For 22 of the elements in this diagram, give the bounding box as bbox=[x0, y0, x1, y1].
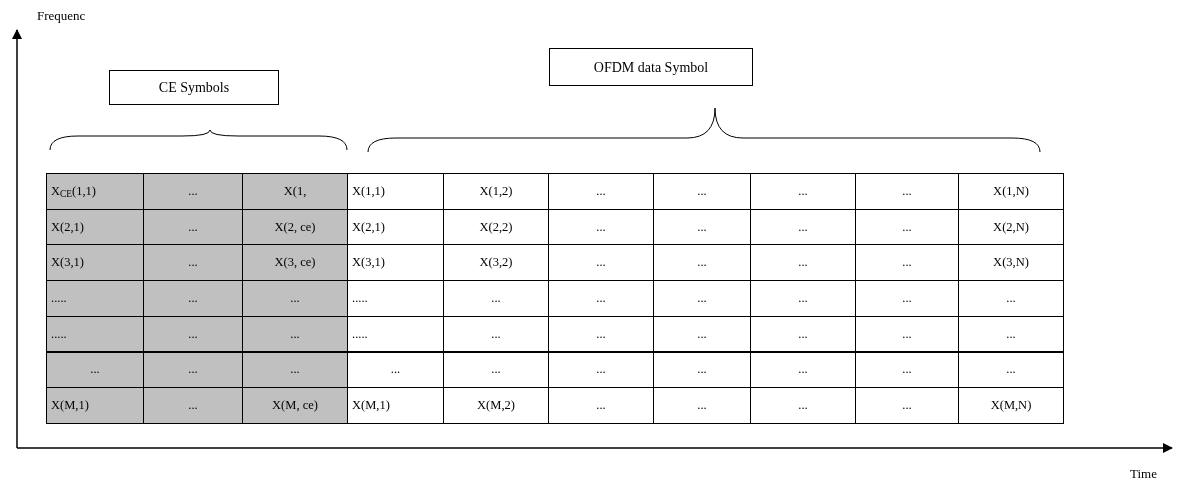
table-cell: ... bbox=[242, 280, 348, 317]
table-cell: ... bbox=[143, 244, 243, 282]
axis-label: Time bbox=[1130, 465, 1157, 483]
table-cell: ... bbox=[958, 315, 1064, 353]
table-cell: ... bbox=[242, 315, 348, 353]
table-cell: ... bbox=[143, 173, 243, 210]
table-cell: ... bbox=[143, 387, 243, 424]
table-cell: X(1,N) bbox=[958, 173, 1064, 210]
table-cell: ..... bbox=[46, 315, 144, 353]
table-cell: X(M,N) bbox=[958, 387, 1064, 424]
table-cell: ..... bbox=[46, 280, 144, 317]
table-cell: X(3,1) bbox=[46, 244, 144, 282]
table-cell: X(1, bbox=[242, 173, 348, 210]
axis-label: Frequenc bbox=[37, 7, 86, 25]
table-cell: X(M, ce) bbox=[242, 387, 348, 424]
label-box: CE Symbols bbox=[109, 70, 279, 105]
table-cell: X(M,1) bbox=[46, 387, 144, 424]
table-cell: X$_{CE}$(1,1) bbox=[46, 173, 144, 210]
table-cell: X(3, ce) bbox=[242, 244, 348, 282]
table-cell: ... bbox=[143, 315, 243, 353]
label-box: OFDM data Symbol bbox=[549, 48, 753, 86]
table-cell: ... bbox=[143, 280, 243, 317]
